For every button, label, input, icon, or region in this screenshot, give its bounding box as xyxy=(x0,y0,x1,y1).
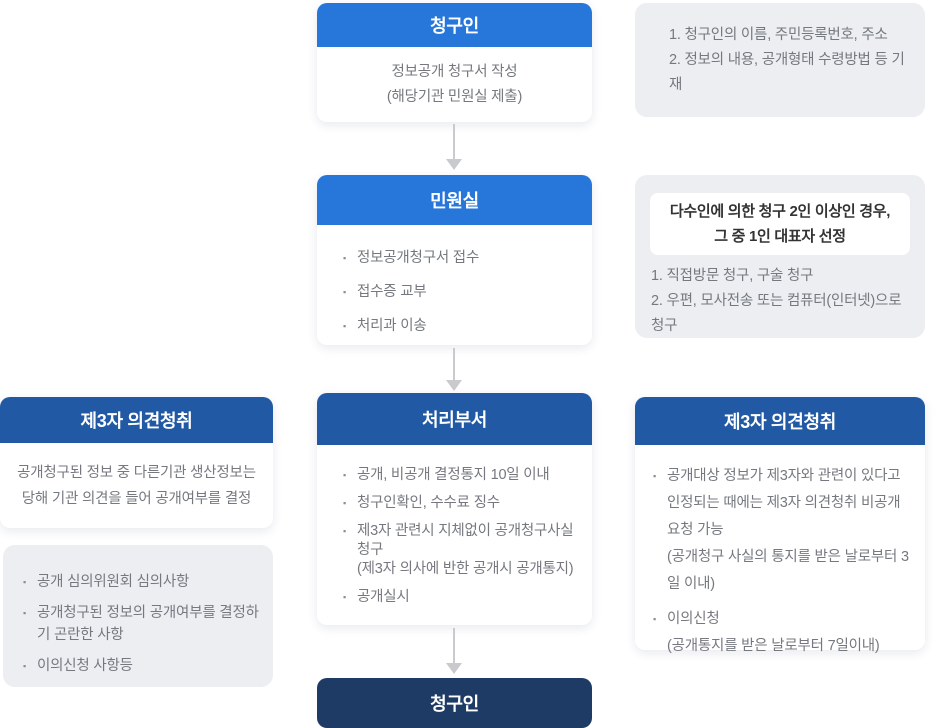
list-item: ▪ 공개실시 xyxy=(343,588,576,607)
bullet-square-icon: ▪ xyxy=(343,592,346,602)
review-notes-panel: ▪ 공개 심의위원회 심의사항 ▪ 공개청구된 정보의 공개여부를 결정하기 곤… xyxy=(3,545,273,687)
bullet-square-icon: ▪ xyxy=(343,470,346,480)
list-item: ▪ 처리과 이송 xyxy=(343,316,574,336)
list-item: ▪ 접수증 교부 xyxy=(343,282,574,302)
bullet-text: 공개, 비공개 결정통지 10일 이내 xyxy=(357,467,550,483)
multi-requester-note-panel: 다수인에 의한 청구 2인 이상인 경우, 그 중 1인 대표자 선정 1. 직… xyxy=(635,175,925,338)
note-item: 1. 청구인의 이름, 주민등록번호, 주소 xyxy=(669,26,888,43)
flow-step-processing-dept-title: 처리부서 xyxy=(317,393,592,445)
flow-step-requester-top: 청구인 정보공개 청구서 작성 (해당기관 민원실 제출) xyxy=(317,3,592,122)
bullet-text: 이의신청 xyxy=(667,611,720,627)
arrow-line xyxy=(453,124,455,159)
bullet-subtext: (공개통지를 받은 날로부터 7일이내) xyxy=(667,638,880,654)
third-party-left-line2: 당해 기관 의견을 들어 공개여부를 결정 xyxy=(21,490,252,507)
list-item: ▪ 공개, 비공개 결정통지 10일 이내 xyxy=(343,466,576,485)
arrow-down-icon xyxy=(446,348,462,391)
arrow-head xyxy=(446,663,462,674)
arrow-down-icon xyxy=(446,628,462,674)
third-party-hearing-right: 제3자 의견청취 ▪ 공개대상 정보가 제3자와 관련이 있다고 인정되는 때에… xyxy=(635,397,925,654)
highlight-line1: 다수인에 의한 청구 2인 이상인 경우, xyxy=(669,203,891,220)
flow-step-requester-bottom-title: 청구인 xyxy=(430,694,479,714)
flow-step-civil-office-title: 민원실 xyxy=(317,175,592,225)
flow-step-civil-office: 민원실 ▪ 정보공개청구서 접수 ▪ 접수증 교부 ▪ 처리과 이송 xyxy=(317,175,592,345)
list-item: ▪ 제3자 관련시 지체없이 공개청구사실 청구 (제3자 의사에 반한 공개시… xyxy=(343,522,576,579)
bullet-text: 이의신청 사항등 xyxy=(37,658,133,674)
list-item: ▪ 이의신청 (공개통지를 받은 날로부터 7일이내) xyxy=(653,606,913,660)
requester-top-line2: (해당기관 민원실 제출) xyxy=(386,88,523,105)
bullet-text: 공개청구된 정보의 공개여부를 결정하기 곤란한 사항 xyxy=(37,605,259,643)
third-party-left-line1: 공개청구된 정보 중 다른기관 생산정보는 xyxy=(17,464,256,481)
bullet-text: 공개대상 정보가 제3자와 관련이 있다고 인정되는 때에는 제3자 의견청취 … xyxy=(667,468,901,538)
bullet-text: 공개실시 xyxy=(357,589,410,605)
arrow-head xyxy=(446,380,462,391)
note-item: 1. 직접방문 청구, 구술 청구 xyxy=(651,268,814,284)
highlight-line2: 그 중 1인 대표자 선정 xyxy=(714,228,846,245)
requester-top-line1: 정보공개 청구서 작성 xyxy=(391,63,518,80)
bullet-text: 제3자 관련시 지체없이 공개청구사실 청구 xyxy=(357,523,574,558)
bullet-square-icon: ▪ xyxy=(23,608,26,618)
bullet-subtext: (제3자 의사에 반한 공개시 공개통지) xyxy=(357,561,574,577)
bullet-square-icon: ▪ xyxy=(343,526,346,536)
bullet-text: 접수증 교부 xyxy=(357,284,427,300)
arrow-down-icon xyxy=(446,124,462,170)
third-party-hearing-right-title: 제3자 의견청취 xyxy=(635,397,925,445)
note-item: 2. 정보의 내용, 공개형태 수령방법 등 기재 xyxy=(669,51,905,93)
bullet-square-icon: ▪ xyxy=(23,577,26,587)
bullet-square-icon: ▪ xyxy=(653,614,656,624)
note-item: 2. 우편, 모사전송 또는 컴퓨터(인터넷)으로 청구 xyxy=(651,293,902,334)
bullet-square-icon: ▪ xyxy=(343,321,346,331)
arrow-line xyxy=(453,628,455,663)
list-item: ▪ 공개 심의위원회 심의사항 xyxy=(23,571,259,593)
bullet-text: 정보공개청구서 접수 xyxy=(357,250,480,266)
flow-step-requester-bottom: 청구인 xyxy=(317,678,592,728)
multi-requester-highlight: 다수인에 의한 청구 2인 이상인 경우, 그 중 1인 대표자 선정 xyxy=(650,193,910,255)
bullet-square-icon: ▪ xyxy=(653,471,656,481)
bullet-square-icon: ▪ xyxy=(23,661,26,671)
request-form-note-panel: 1. 청구인의 이름, 주민등록번호, 주소 2. 정보의 내용, 공개형태 수… xyxy=(635,3,925,117)
third-party-hearing-left-title: 제3자 의견청취 xyxy=(0,397,273,443)
bullet-square-icon: ▪ xyxy=(343,287,346,297)
flow-step-requester-top-title: 청구인 xyxy=(317,3,592,47)
list-item: ▪ 이의신청 사항등 xyxy=(23,655,259,677)
bullet-text: 공개 심의위원회 심의사항 xyxy=(37,574,190,590)
list-item: ▪ 공개청구된 정보의 공개여부를 결정하기 곤란한 사항 xyxy=(23,602,259,646)
bullet-square-icon: ▪ xyxy=(343,498,346,508)
bullet-text: 청구인확인, 수수료 징수 xyxy=(357,495,500,511)
bullet-subtext: (공개청구 사실의 통지를 받은 날로부터 3일 이내) xyxy=(667,549,909,592)
flow-step-processing-dept: 처리부서 ▪ 공개, 비공개 결정통지 10일 이내 ▪ 청구인확인, 수수료 … xyxy=(317,393,592,625)
list-item: ▪ 정보공개청구서 접수 xyxy=(343,248,574,268)
third-party-hearing-left: 제3자 의견청취 공개청구된 정보 중 다른기관 생산정보는 당해 기관 의견을… xyxy=(0,397,273,528)
arrow-line xyxy=(453,348,455,380)
list-item: ▪ 공개대상 정보가 제3자와 관련이 있다고 인정되는 때에는 제3자 의견청… xyxy=(653,463,913,598)
bullet-square-icon: ▪ xyxy=(343,253,346,263)
list-item: ▪ 청구인확인, 수수료 징수 xyxy=(343,494,576,513)
arrow-head xyxy=(446,159,462,170)
bullet-text: 처리과 이송 xyxy=(357,318,427,334)
